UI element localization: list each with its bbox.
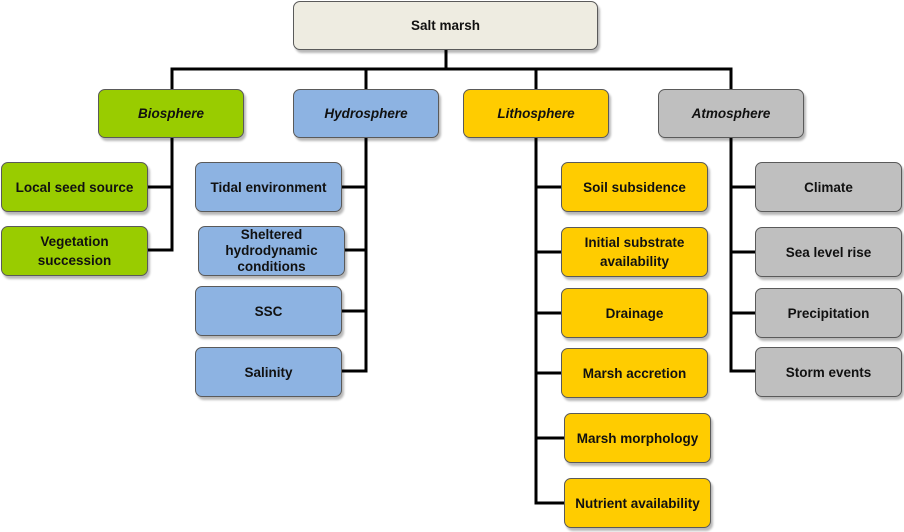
atmosphere-label: Atmosphere [691, 106, 771, 121]
factor-node: Marsh accretion [561, 348, 708, 398]
biosphere-node: Biosphere [98, 89, 244, 138]
factor-node: Vegetation succession [1, 226, 148, 276]
factor-label: SSC [254, 303, 283, 319]
factor-node: Local seed source [1, 162, 148, 212]
factor-label: Salinity [244, 364, 293, 380]
lithosphere-node: Lithosphere [463, 89, 609, 138]
factor-label: Storm events [785, 364, 872, 380]
factor-node: Nutrient availability [564, 478, 711, 528]
factor-label: Marsh morphology [576, 430, 699, 446]
factor-label: Local seed source [15, 179, 134, 195]
factor-label: Sea level rise [785, 244, 872, 260]
lithosphere-label: Lithosphere [497, 106, 575, 121]
factor-label: Nutrient availability [575, 495, 700, 511]
factor-label: Initial substrate availability [584, 235, 685, 269]
factor-node: Storm events [755, 347, 902, 397]
factor-node: Sheltered hydrodynamic conditions [198, 226, 345, 276]
root-node: Salt marsh [293, 1, 598, 50]
factor-label: Sheltered hydrodynamic conditions [225, 227, 318, 274]
factor-label: Soil subsidence [583, 179, 686, 195]
factor-node: Sea level rise [755, 227, 902, 277]
factor-node: Initial substrate availability [561, 227, 708, 277]
hydrosphere-node: Hydrosphere [293, 89, 439, 138]
factor-node: Precipitation [755, 288, 902, 338]
factor-node: SSC [195, 286, 342, 336]
factor-label: Vegetation succession [37, 234, 112, 268]
factor-node: Climate [755, 162, 902, 212]
root-node-label: Salt marsh [410, 18, 481, 33]
factor-node: Salinity [195, 347, 342, 397]
factor-node: Soil subsidence [561, 162, 708, 212]
hydrosphere-label: Hydrosphere [324, 106, 408, 121]
atmosphere-node: Atmosphere [658, 89, 804, 138]
biosphere-label: Biosphere [137, 106, 205, 121]
factor-label: Climate [804, 179, 853, 195]
factor-node: Drainage [561, 288, 708, 338]
factor-node: Marsh morphology [564, 413, 711, 463]
factor-node: Tidal environment [195, 162, 342, 212]
factor-label: Marsh accretion [582, 365, 687, 381]
factor-label: Precipitation [787, 305, 870, 321]
factor-label: Tidal environment [210, 179, 327, 195]
factor-label: Drainage [605, 305, 664, 321]
